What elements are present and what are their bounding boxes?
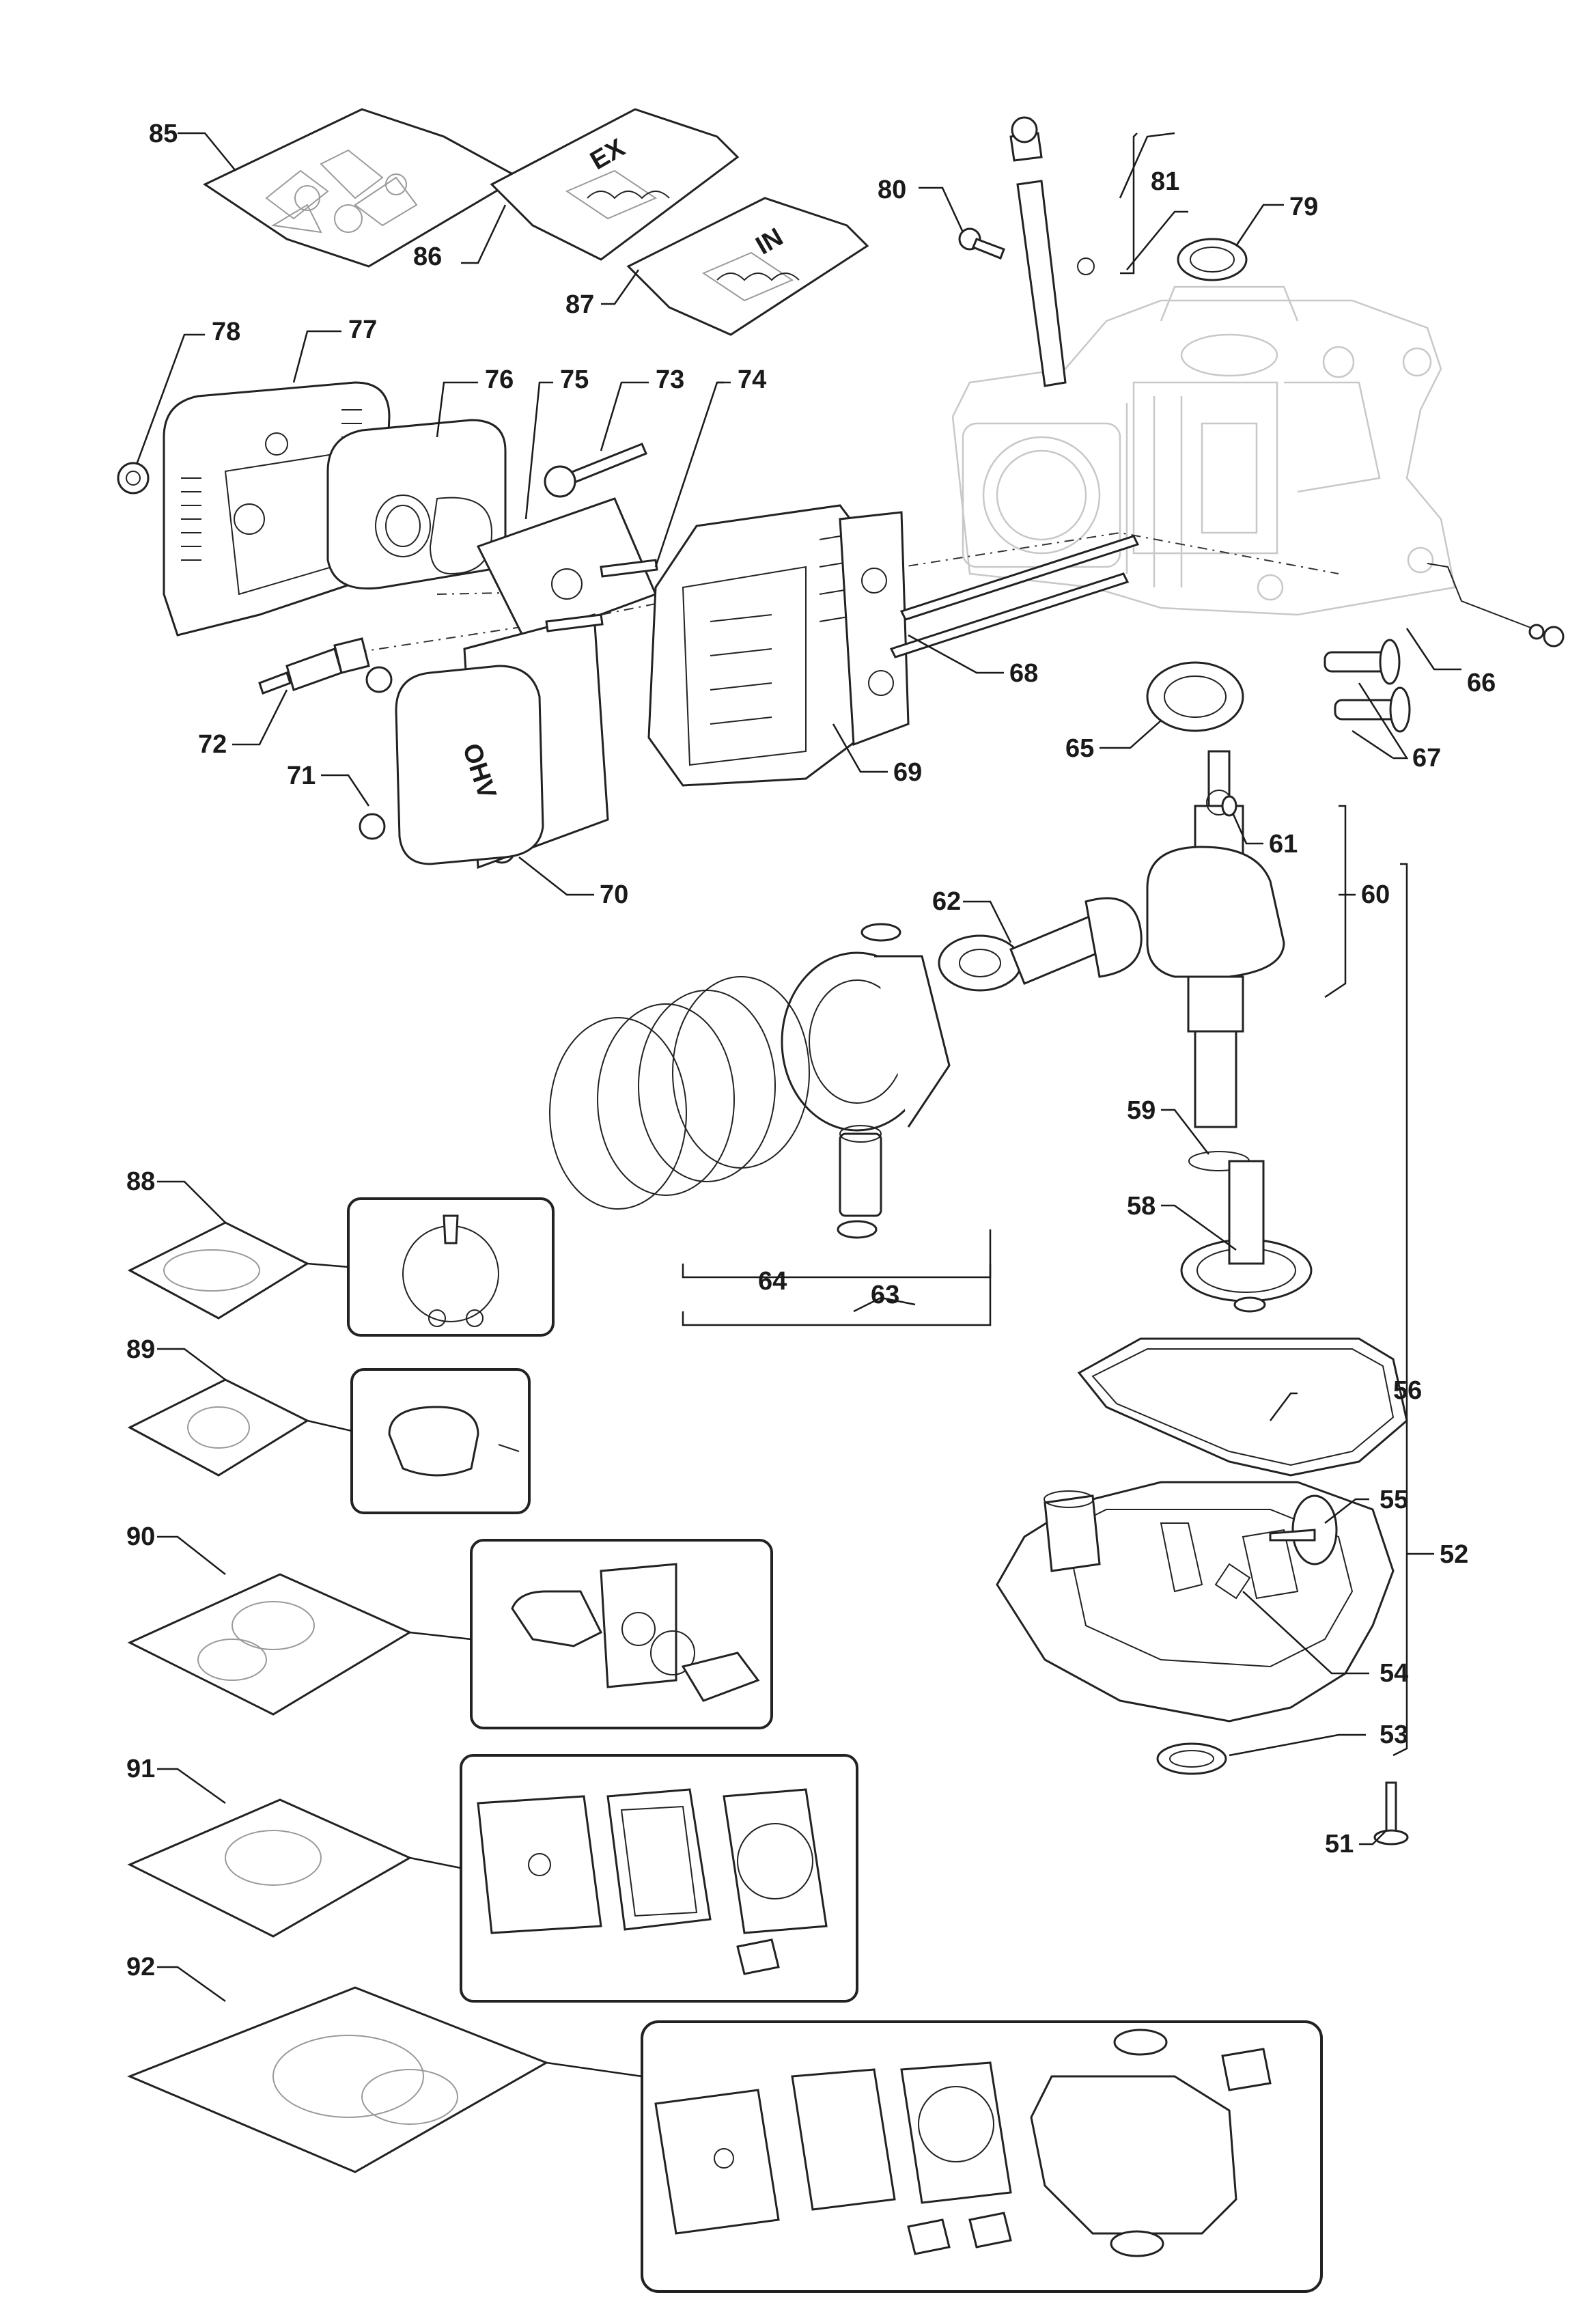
assembly-axis-head	[436, 531, 1339, 595]
label-81: 81	[1151, 167, 1179, 196]
label-91: 91	[126, 1755, 155, 1783]
part-64-piston-rings	[549, 976, 810, 1210]
label-69: 69	[893, 758, 922, 787]
label-77: 77	[348, 316, 377, 344]
part-76-muffler	[326, 419, 507, 590]
label-51: 51	[1325, 1830, 1354, 1858]
label-67: 67	[1412, 744, 1441, 772]
part-54-shaft	[1214, 1563, 1251, 1600]
label-86: 86	[413, 242, 442, 271]
part-69-cylinder-head	[647, 504, 910, 787]
label-68: 68	[1009, 659, 1038, 688]
bag-86: EX	[490, 108, 740, 261]
bag-87: IN	[626, 197, 869, 336]
label-74: 74	[738, 365, 766, 394]
label-89: 89	[126, 1335, 155, 1364]
part-79-seal	[1177, 238, 1248, 281]
kit-91	[127, 1754, 858, 2003]
label-53: 53	[1380, 1721, 1408, 1749]
bag-85	[202, 108, 522, 268]
label-71: 71	[287, 762, 316, 790]
label-75: 75	[560, 365, 589, 394]
leader-lines	[135, 132, 1461, 2078]
part-60-crankshaft	[1146, 750, 1285, 1128]
label-54: 54	[1380, 1659, 1408, 1688]
part-58-camshaft	[1180, 1160, 1313, 1313]
label-85: 85	[149, 120, 178, 148]
label-58: 58	[1127, 1192, 1156, 1221]
label-88: 88	[126, 1167, 155, 1196]
label-70: 70	[600, 880, 628, 909]
label-60: 60	[1361, 880, 1390, 909]
part-67-tappets	[1324, 639, 1411, 733]
part-80-bolt	[958, 227, 1005, 260]
part-56-gasket	[1077, 1337, 1408, 1477]
kit-88	[127, 1197, 555, 1337]
part-70-valve-cover: OHV	[395, 613, 609, 869]
label-90: 90	[126, 1522, 155, 1551]
part-63-piston	[781, 923, 951, 1239]
label-56: 56	[1393, 1376, 1422, 1405]
label-52: 52	[1440, 1540, 1468, 1569]
label-79: 79	[1289, 193, 1318, 221]
part-55-governor-gear	[1269, 1494, 1338, 1565]
label-73: 73	[656, 365, 684, 394]
label-66: 66	[1467, 669, 1496, 697]
kit-90	[127, 1539, 773, 1729]
part-62-connecting-rod	[938, 897, 1143, 992]
label-61: 61	[1269, 830, 1298, 859]
label-55: 55	[1380, 1486, 1408, 1514]
part-53-oil-seal	[1156, 1742, 1227, 1775]
part-68-pushrods	[889, 535, 1140, 658]
label-65: 65	[1065, 734, 1094, 763]
kit-89	[127, 1368, 531, 1514]
label-59: 59	[1127, 1096, 1156, 1125]
part-51-bolt	[1373, 1781, 1409, 1846]
part-61-key	[1221, 795, 1237, 817]
assembly-axis-cover	[334, 600, 670, 656]
label-64: 64	[758, 1267, 787, 1296]
part-74-stud	[545, 559, 658, 632]
part-labels: 85 86 87 78 77 76 75 73 74 80 81 79 72 7…	[126, 120, 1496, 1981]
part-78-nut	[117, 462, 150, 495]
label-63: 63	[871, 1281, 899, 1309]
label-76: 76	[485, 365, 514, 394]
engine-block-ghost	[951, 285, 1456, 616]
label-92: 92	[126, 1953, 155, 1981]
label-78: 78	[212, 318, 240, 346]
kit-92	[127, 1986, 1323, 2293]
label-62: 62	[932, 887, 961, 916]
part-66-governor-link	[1427, 563, 1565, 647]
label-80: 80	[878, 176, 906, 204]
label-87: 87	[565, 290, 594, 319]
part-81-dipstick	[1009, 116, 1095, 387]
label-72: 72	[198, 730, 227, 759]
part-65-bearing	[1146, 661, 1244, 732]
part-73-bolt	[544, 443, 647, 498]
part-72-spark-plug	[258, 637, 370, 695]
